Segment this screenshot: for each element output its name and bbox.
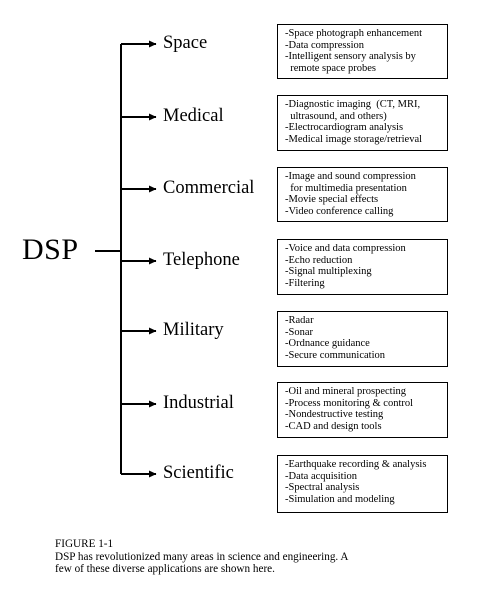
caption-line-2: few of these diverse applications are sh… [55, 563, 275, 576]
application-item: -Space photograph enhancement [285, 28, 423, 39]
application-box-military: -Radar-Sonar-Ordnance guidance-Secure co… [277, 311, 448, 367]
application-item: for multimedia presentation [285, 182, 407, 194]
application-item: remote space probes [285, 62, 376, 74]
root-label-dsp: DSP [22, 233, 79, 266]
branch-label-space: Space [163, 33, 208, 53]
application-item: -Movie special effects [285, 194, 379, 206]
application-item: -Earthquake recording & analysis [285, 459, 427, 470]
application-item: -Diagnostic imaging (CT, MRI, [285, 99, 421, 110]
application-item: -Secure communication [285, 349, 386, 361]
application-item: -Data acquisition [285, 470, 358, 482]
branch-label-commercial: Commercial [163, 178, 255, 198]
branch-label-industrial: Industrial [163, 393, 234, 413]
application-item: -Sonar [285, 326, 313, 338]
application-item: -Ordnance guidance [285, 338, 370, 350]
application-box-space: -Space photograph enhancement-Data compr… [277, 24, 448, 79]
application-box-telephone: -Voice and data compression-Echo reducti… [277, 239, 448, 295]
application-box-commercial: -Image and sound compression for multime… [277, 167, 448, 222]
application-item: -Echo reduction [285, 254, 353, 266]
application-item: -Radar [285, 315, 314, 326]
application-item: -Medical image storage/retrieval [285, 133, 423, 145]
application-item: -Signal multiplexing [285, 266, 372, 278]
application-item: -Nondestructive testing [285, 409, 384, 421]
application-box-scientific: -Earthquake recording & analysis-Data ac… [277, 455, 448, 513]
application-item: -Filtering [285, 277, 325, 289]
application-item: -Image and sound compression [285, 171, 416, 182]
application-item: -CAD and design tools [285, 420, 382, 432]
application-item: -Process monitoring & control [285, 397, 414, 409]
application-box-industrial: -Oil and mineral prospecting-Process mon… [277, 382, 448, 438]
application-item: -Intelligent sensory analysis by [285, 51, 416, 63]
application-item: -Electrocardiogram analysis [285, 122, 404, 134]
application-item: -Oil and mineral prospecting [285, 386, 407, 397]
application-item: -Simulation and modeling [285, 493, 395, 505]
application-item: -Data compression [285, 39, 365, 51]
branch-label-telephone: Telephone [163, 250, 240, 270]
figure-caption: FIGURE 1-1 DSP has revolutionized many a… [55, 538, 348, 576]
application-item: -Video conference calling [285, 205, 394, 217]
caption-line-1: DSP has revolutionized many areas in sci… [55, 550, 349, 563]
branch-label-scientific: Scientific [163, 463, 234, 483]
figure-id: FIGURE 1-1 [55, 538, 114, 550]
branch-label-military: Military [163, 320, 224, 340]
application-item: ultrasound, and others) [285, 110, 387, 122]
branch-label-medical: Medical [163, 106, 224, 126]
application-item: -Spectral analysis [285, 482, 360, 494]
application-box-medical: -Diagnostic imaging (CT, MRI, ultrasound… [277, 95, 448, 151]
application-item: -Voice and data compression [285, 243, 406, 254]
